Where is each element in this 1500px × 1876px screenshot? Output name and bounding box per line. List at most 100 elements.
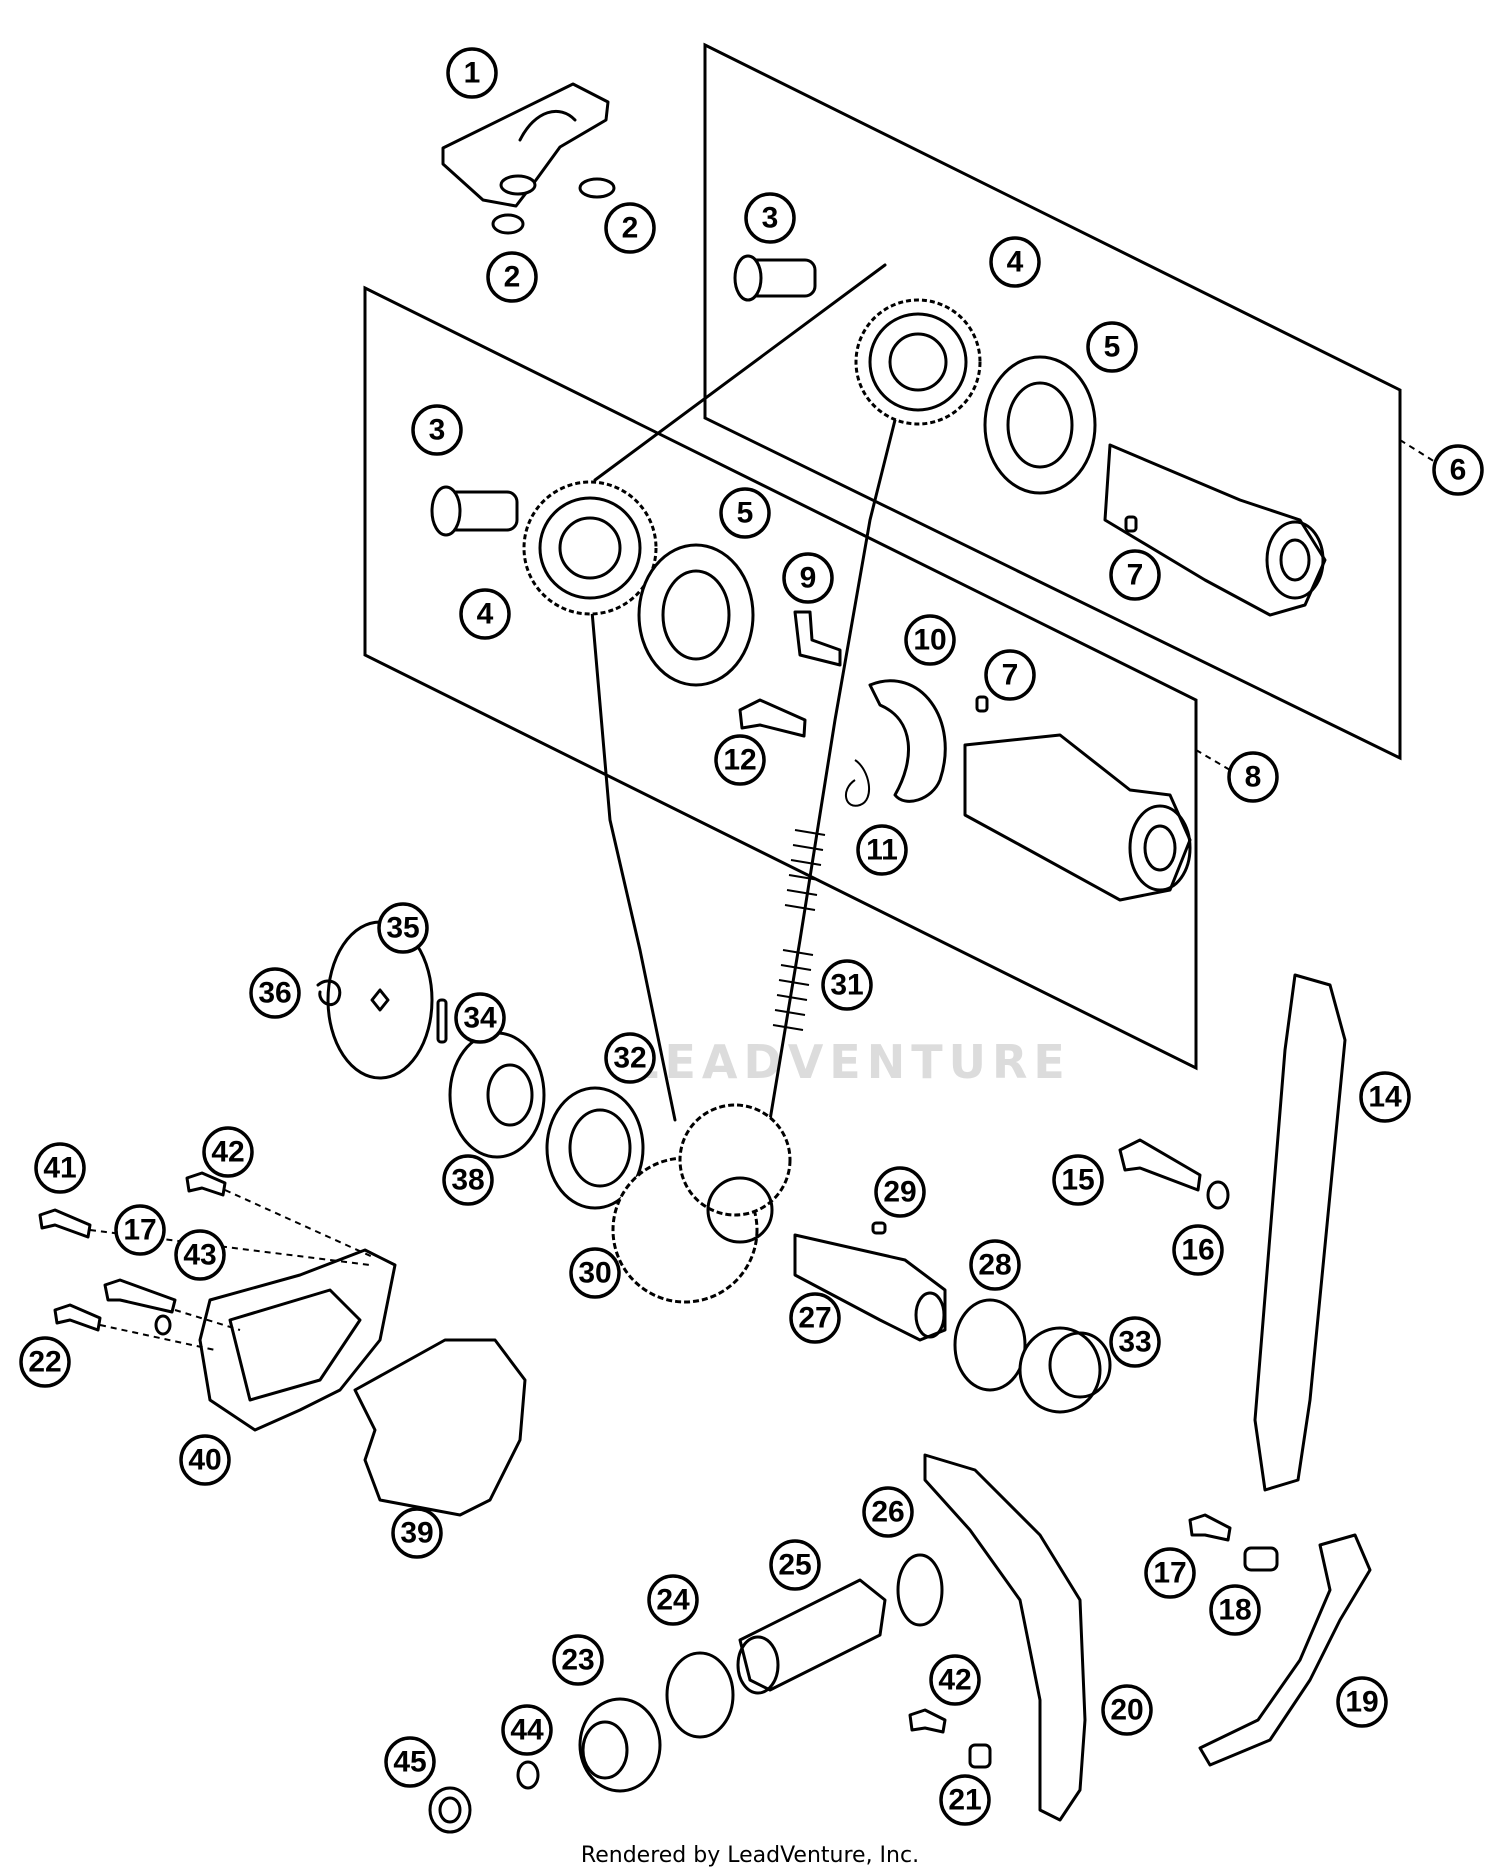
callout-26-label: 26	[871, 1496, 904, 1529]
callout-7: 7	[1109, 549, 1161, 601]
callout-4-label: 4	[477, 598, 494, 631]
callout-8-label: 8	[1245, 761, 1262, 794]
footer-credit: Rendered by LeadVenture, Inc.	[580, 1843, 920, 1868]
callout-9: 9	[782, 552, 834, 604]
callout-3-label: 3	[762, 202, 779, 235]
callout-4: 4	[989, 236, 1041, 288]
callout-27-label: 27	[798, 1302, 831, 1335]
callout-22: 22	[19, 1336, 71, 1388]
callout-31-label: 31	[830, 969, 863, 1002]
callout-30: 30	[569, 1247, 621, 1299]
callout-7-label: 7	[1127, 559, 1144, 592]
part-bearing-upper	[983, 355, 1097, 495]
part-washer-16	[1206, 1180, 1230, 1210]
callout-28-label: 28	[978, 1249, 1011, 1282]
part-needle-bearing	[1018, 1326, 1112, 1414]
callout-22-label: 22	[28, 1346, 61, 1379]
part-oring-24	[665, 1651, 735, 1739]
callout-26: 26	[862, 1486, 914, 1538]
part-oring-26	[896, 1553, 944, 1627]
part-bolt-42-left	[185, 1171, 227, 1197]
callout-31: 31	[821, 959, 873, 1011]
callout-24-label: 24	[656, 1584, 690, 1617]
callout-6: 6	[1432, 444, 1484, 496]
callout-32: 32	[604, 1032, 656, 1084]
part-pin-upper	[1124, 515, 1138, 533]
callout-36-label: 36	[258, 977, 291, 1010]
callout-42-label: 42	[211, 1136, 244, 1169]
part-shaft-upper	[733, 254, 817, 302]
callout-27: 27	[789, 1292, 841, 1344]
part-nut-45	[428, 1786, 472, 1834]
callout-1-label: 1	[464, 57, 481, 90]
callout-41-label: 41	[43, 1152, 76, 1185]
callout-7-label: 7	[1002, 659, 1019, 692]
part-bolt-15	[1118, 1138, 1202, 1192]
callout-35: 35	[377, 902, 429, 954]
callout-2-label: 2	[622, 212, 639, 245]
callout-4-label: 4	[1007, 246, 1024, 279]
callout-12: 12	[714, 734, 766, 786]
callout-21: 21	[939, 1774, 991, 1826]
assembly-frame-upper	[703, 42, 1402, 761]
callout-45-label: 45	[393, 1746, 426, 1779]
callout-38: 38	[442, 1154, 494, 1206]
callout-4: 4	[459, 588, 511, 640]
callout-3: 3	[411, 404, 463, 456]
part-bearing-32	[545, 1086, 645, 1210]
part-tensioner-spring	[772, 829, 826, 1031]
callout-15: 15	[1052, 1154, 1104, 1206]
callout-2: 2	[604, 202, 656, 254]
part-gasket	[353, 1338, 527, 1517]
callout-19-label: 19	[1345, 1686, 1378, 1719]
watermark: LEADVENTURE	[629, 1035, 1071, 1089]
part-bolt-9	[793, 610, 842, 667]
part-chain-guide-20	[923, 1453, 1087, 1822]
part-washer-43	[154, 1314, 172, 1336]
callout-7: 7	[984, 649, 1036, 701]
callout-36: 36	[249, 967, 301, 1019]
part-bolt-17-left	[103, 1278, 177, 1314]
part-tensioner-rail	[1198, 1533, 1372, 1767]
part-bolt-17-right	[1188, 1513, 1232, 1542]
callout-19: 19	[1336, 1676, 1388, 1728]
callout-12-label: 12	[723, 744, 756, 777]
callout-10: 10	[904, 614, 956, 666]
callout-39: 39	[391, 1507, 443, 1559]
callout-5-label: 5	[737, 497, 754, 530]
part-bolt-41	[38, 1208, 92, 1239]
callout-3: 3	[744, 192, 796, 244]
callout-35-label: 35	[386, 912, 419, 945]
callout-16: 16	[1172, 1224, 1224, 1276]
part-bracket	[441, 82, 616, 235]
callout-2-label: 2	[504, 261, 521, 294]
part-sleeve-21	[968, 1743, 992, 1769]
part-bolt-12	[738, 698, 807, 738]
callout-17-label: 17	[123, 1214, 156, 1247]
callout-3-label: 3	[429, 414, 446, 447]
callouts: 1 2 2 3 3 4 4 5 5 6 7 7 8 9 10 11 12 14 …	[19, 47, 1484, 1826]
callout-41: 41	[34, 1142, 86, 1194]
callout-14: 14	[1359, 1071, 1411, 1123]
callout-14-label: 14	[1368, 1081, 1402, 1114]
part-pump-cover	[198, 1248, 397, 1432]
callout-38-label: 38	[451, 1164, 484, 1197]
part-sprocket-lower	[522, 480, 658, 616]
part-bearing-lower	[637, 543, 755, 687]
callout-17-label: 17	[1153, 1557, 1186, 1590]
part-timing-chain	[588, 263, 912, 1122]
callout-16-label: 16	[1181, 1234, 1214, 1267]
callout-21-label: 21	[948, 1784, 981, 1817]
part-pump-shaft	[793, 1233, 947, 1342]
callout-42-label: 42	[938, 1664, 971, 1697]
part-bolt-42-right	[908, 1708, 947, 1734]
callout-2: 2	[486, 251, 538, 303]
callout-23: 23	[552, 1634, 604, 1686]
part-circlip-36	[316, 979, 342, 1006]
callout-32-label: 32	[613, 1042, 646, 1075]
callout-40-label: 40	[188, 1444, 221, 1477]
part-seal-38	[448, 1031, 546, 1159]
part-spring-clip	[845, 759, 871, 807]
callout-42: 42	[929, 1654, 981, 1706]
